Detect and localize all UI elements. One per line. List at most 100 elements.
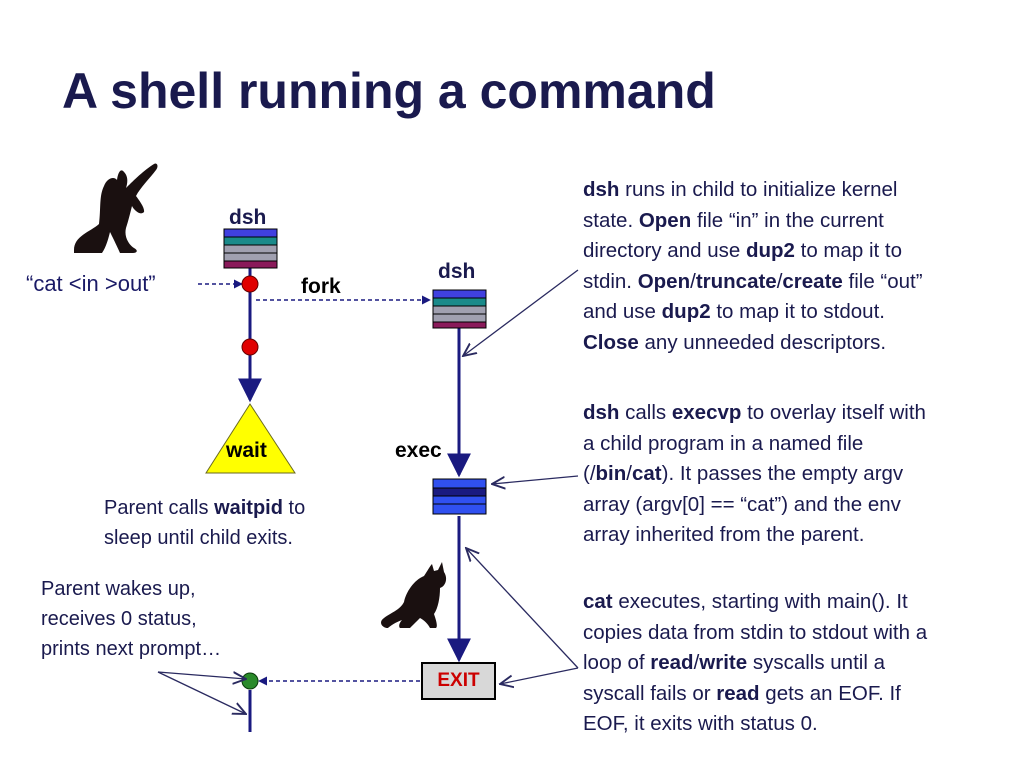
note-keyword: read bbox=[650, 651, 694, 674]
slide-title: A shell running a command bbox=[62, 63, 716, 119]
note-line: syscall fails or read gets an EOF. If bbox=[583, 679, 927, 710]
cat-program-stack bbox=[432, 478, 487, 515]
note-text: calls bbox=[619, 401, 672, 424]
note-keyword: bin bbox=[595, 462, 627, 485]
note-text: syscall fails or bbox=[583, 681, 717, 705]
note-text: receives 0 status, bbox=[41, 608, 197, 630]
note-line: receives 0 status, bbox=[41, 604, 221, 634]
callout-parent-wakes-a bbox=[157, 672, 246, 679]
note-text: (/ bbox=[583, 462, 596, 485]
note-text: syscalls until a bbox=[747, 651, 885, 674]
note-line: array inherited from the parent. bbox=[583, 520, 926, 551]
note-text: any unneeded descriptors. bbox=[638, 330, 887, 354]
callout-cat-to-exit bbox=[500, 667, 579, 684]
note-line: sleep until child exits. bbox=[104, 523, 305, 553]
note-text: / bbox=[776, 269, 783, 293]
note-text: gets an EOF. If bbox=[759, 681, 901, 705]
note-text: / bbox=[693, 651, 700, 674]
note-line: prints next prompt… bbox=[41, 634, 221, 664]
note-line: stdin. Open/truncate/create file “out” bbox=[583, 267, 923, 298]
note-parent-waitpid: Parent calls waitpid to sleep until child… bbox=[104, 493, 305, 553]
note-line: (/bin/cat). It passes the empty argv bbox=[583, 459, 926, 490]
note-line: a child program in a named file bbox=[583, 429, 926, 460]
note-text: to bbox=[282, 497, 306, 519]
note-text: stdin. bbox=[583, 269, 638, 293]
cat-sitting-icon bbox=[381, 562, 447, 628]
note-text: / bbox=[690, 269, 696, 293]
note-keyword: dup2 bbox=[661, 300, 711, 323]
note-keyword: truncate bbox=[695, 269, 777, 293]
note-line: and use dup2 to map it to stdout. bbox=[583, 297, 923, 328]
note-text: ). It passes the empty argv bbox=[661, 462, 904, 485]
note-line: Parent calls waitpid to bbox=[104, 493, 305, 523]
note-text: array inherited from the parent. bbox=[583, 523, 865, 546]
note-line: dsh runs in child to initialize kernel bbox=[583, 175, 923, 206]
note-parent-wakes: Parent wakes up, receives 0 status, prints… bbox=[41, 574, 221, 664]
note-line: Close any unneeded descriptors. bbox=[583, 328, 923, 359]
callout-parent-wakes-b bbox=[157, 671, 246, 714]
parent-dsh-label: dsh bbox=[229, 206, 267, 229]
note-text: prints next prompt… bbox=[41, 638, 222, 660]
note-text: runs in child to initialize kernel bbox=[619, 178, 898, 201]
note-line: array (argv[0] == “cat”) and the env bbox=[583, 490, 926, 521]
note-line: cat executes, starting with main(). It bbox=[583, 587, 927, 618]
exit-box: EXIT bbox=[421, 662, 496, 700]
note-text: file “out” bbox=[842, 269, 923, 293]
note-keyword: waitpid bbox=[214, 497, 283, 519]
note-keyword: dsh bbox=[583, 401, 620, 424]
note-line: dsh calls execvp to overlay itself with bbox=[583, 398, 926, 429]
note-text: to map it to bbox=[794, 239, 903, 262]
note-keyword: Open bbox=[638, 208, 692, 232]
note-text: sleep until child exits. bbox=[104, 527, 293, 549]
note-line: state. Open file “in” in the current bbox=[583, 206, 923, 237]
note-text: Parent calls bbox=[104, 497, 215, 519]
note-keyword: cat bbox=[631, 462, 662, 485]
note-keyword: cat bbox=[583, 590, 613, 613]
child-dsh-label: dsh bbox=[438, 260, 476, 283]
note-keyword: dup2 bbox=[745, 239, 795, 262]
note-line: copies data from stdin to stdout with a bbox=[583, 618, 927, 649]
note-text: loop of bbox=[583, 651, 651, 674]
note-text: / bbox=[626, 462, 632, 485]
note-keyword: dsh bbox=[583, 178, 620, 201]
note-line: directory and use dup2 to map it to bbox=[583, 236, 923, 267]
note-text: EOF, it exits with status 0. bbox=[583, 712, 818, 735]
note-keyword: Open bbox=[637, 269, 691, 293]
note-keyword: execvp bbox=[671, 401, 742, 424]
note-line: Parent wakes up, bbox=[41, 574, 221, 604]
wait-label: wait bbox=[226, 439, 267, 462]
note-text: and use bbox=[583, 300, 662, 323]
callout-execvp bbox=[492, 475, 579, 484]
note-line: loop of read/write syscalls until a bbox=[583, 648, 927, 679]
note-keyword: write bbox=[699, 651, 748, 674]
exit-label: EXIT bbox=[437, 670, 480, 691]
fork-label: fork bbox=[301, 275, 341, 298]
note-text: a child program in a named file bbox=[583, 431, 864, 455]
note-text: directory and use bbox=[583, 239, 746, 262]
cat-stretching-icon bbox=[74, 163, 158, 253]
child-dsh-stack bbox=[432, 289, 487, 329]
command-text: “cat <in >out” bbox=[26, 271, 156, 296]
callout-cat-from-stack bbox=[466, 548, 579, 669]
exec-label: exec bbox=[395, 439, 442, 462]
wait-triangle bbox=[205, 403, 296, 474]
parent-fork-node bbox=[241, 275, 259, 293]
note-text: executes, starting with main(). It bbox=[612, 590, 908, 613]
note-text: state. bbox=[583, 208, 639, 232]
parent-wait-node bbox=[241, 338, 259, 356]
note-text: copies data from stdin to stdout with a bbox=[583, 620, 928, 644]
note-text: to overlay itself with bbox=[741, 401, 926, 424]
note-line: EOF, it exits with status 0. bbox=[583, 709, 927, 740]
note-keyword: create bbox=[782, 269, 843, 293]
parent-wake-node bbox=[241, 672, 259, 690]
note-text: to map it to stdout. bbox=[710, 300, 885, 323]
note-keyword: Close bbox=[583, 330, 639, 354]
note-text: array (argv[0] == “cat”) and the env bbox=[583, 492, 901, 516]
parent-dsh-stack bbox=[223, 228, 278, 269]
note-keyword: read bbox=[716, 681, 760, 705]
note-text: file “in” in the current bbox=[691, 208, 884, 232]
